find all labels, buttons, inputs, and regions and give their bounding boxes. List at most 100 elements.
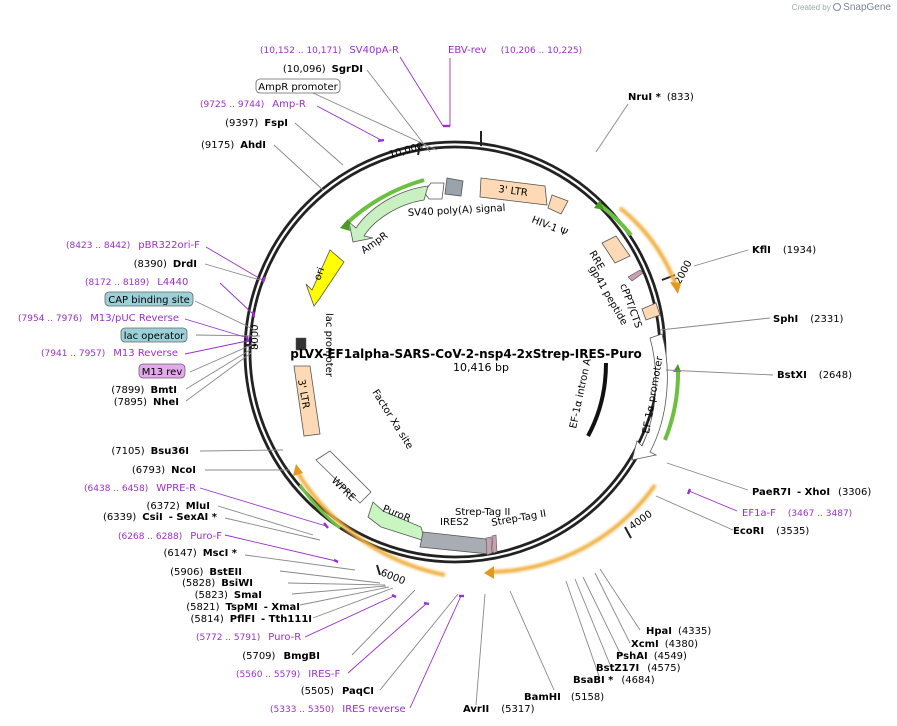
svg-text:(5823)SmaI: (5823)SmaI <box>195 590 262 601</box>
svg-text:AvrII(5317): AvrII(5317) <box>463 704 535 715</box>
boxed-label: AmpR promoter <box>258 82 338 93</box>
svg-text:(5814)PflFI- Tth111I: (5814)PflFI- Tth111I <box>190 614 312 625</box>
arrow-orange-left-head <box>293 464 303 476</box>
arrow-orange-bottom <box>489 483 657 574</box>
site-name: NcoI <box>171 465 196 476</box>
tick-label: 10,000 <box>388 141 425 161</box>
feature-grey-box <box>444 177 464 197</box>
svg-text:(5821)TspMI- XmaI: (5821)TspMI- XmaI <box>186 602 300 613</box>
site-name: NheI <box>153 397 179 408</box>
svg-text:(7105)Bsu36I: (7105)Bsu36I <box>111 446 189 457</box>
primer-name: Puro-R <box>268 632 301 643</box>
arrow-green-rre <box>598 203 633 237</box>
svg-text:(5906)BstEII: (5906)BstEII <box>170 567 242 578</box>
primer-name: M13 Reverse <box>113 348 178 359</box>
site-pos: (2648) <box>819 370 852 381</box>
svg-text:(5828)BsiWI: (5828)BsiWI <box>182 578 253 589</box>
site-name: SphI <box>773 314 798 325</box>
site-pos: (5709) <box>242 651 275 662</box>
site-pos: (10,096) <box>283 64 326 75</box>
site-name: BmgBI <box>283 651 320 662</box>
primer-pos: (5560 .. 5579) <box>236 670 300 680</box>
leader-lines <box>185 69 774 706</box>
arrow-green-ef1a <box>663 369 681 441</box>
feature-label: Factor Xa site <box>369 388 414 452</box>
primer-pos: (10,152 .. 10,171) <box>260 46 341 56</box>
site-pos: (6339) <box>103 512 136 523</box>
site-name: AhdI <box>240 140 266 151</box>
primer-name: SV40pA-R <box>349 45 398 56</box>
site-pos: (5317) <box>501 704 534 715</box>
primer-name: Amp-R <box>272 99 306 110</box>
site-name: CsiI <box>142 512 162 523</box>
site-name: DrdI <box>173 259 197 270</box>
primer-name: IRES reverse <box>342 704 405 715</box>
svg-text:SphI(2331): SphI (2331) <box>773 314 844 325</box>
boxed-label-bg <box>104 291 194 307</box>
svg-text:(6438 .. 6458)WPRE-R: (6438 .. 6458)WPRE-R <box>84 483 196 494</box>
site-pos: (4684) <box>621 675 654 686</box>
svg-text:(5560 .. 5579)IRES-F: (5560 .. 5579)IRES-F <box>236 669 340 680</box>
primer-pos: (10,206 .. 10,225) <box>501 46 582 56</box>
svg-text:(7941 .. 7957)M13 Reverse: (7941 .. 7957) M13 Reverse <box>41 348 178 359</box>
plasmid-name: pLVX-EF1alpha-SARS-CoV-2-nsp4-2xStrep-IR… <box>290 347 642 361</box>
site-name: KflI <box>752 245 771 256</box>
primer-name: EF1a-F <box>742 508 776 519</box>
primer-pos: (9725 .. 9744) <box>200 100 264 110</box>
svg-text:EBV-rev(10,206 .. 10,225): EBV-rev(10,206 .. 10,225) <box>448 45 582 56</box>
feature-hiv-psi <box>547 194 569 215</box>
svg-text:HpaI(4335): HpaI(4335) <box>646 626 711 637</box>
primer-pos: (8423 .. 8442) <box>66 241 130 251</box>
arrow-orange-bottom-head <box>484 566 494 579</box>
primer-pos: (5333 .. 5350) <box>270 705 334 715</box>
site-name: EcoRI <box>733 526 764 537</box>
feature-rre <box>601 235 631 264</box>
svg-text:(9725 .. 9744)Amp-R: (9725 .. 9744) Amp-R <box>200 99 306 110</box>
site-pos: (4549) <box>654 651 687 662</box>
site-name: PaqCI <box>342 686 374 697</box>
site-pos: (5828) <box>182 578 215 589</box>
site-name2: - Tth111I <box>261 614 312 625</box>
svg-text:(8172 .. 8189)L4440: (8172 .. 8189)L4440 <box>85 277 188 288</box>
feature-3ltr-left <box>293 365 321 437</box>
site-pos: (6372) <box>147 501 180 512</box>
site-pos: (5906) <box>170 567 203 578</box>
site-pos: (5823) <box>195 590 228 601</box>
svg-text:(10,096)SgrDI: (10,096)SgrDI <box>283 64 363 75</box>
feature-strep1 <box>485 536 493 556</box>
credit-brand: SnapGene <box>843 2 891 13</box>
feature-label: 3' LTR <box>498 184 529 199</box>
arrow-green-top-head <box>340 219 350 231</box>
feature-label: 3' LTR <box>295 379 311 410</box>
svg-text:PshAI(4549): PshAI(4549) <box>616 651 687 662</box>
svg-text:(9175)AhdI: (9175)AhdI <box>201 140 266 151</box>
site-pos: (3535) <box>776 526 809 537</box>
snapgene-credit: Created by SnapGene <box>792 2 891 13</box>
feature-label: SV40 poly(A) signal <box>408 203 506 219</box>
feature-ampr <box>348 185 429 243</box>
feature-ori <box>305 249 345 307</box>
svg-text:(5709)BmgBI: (5709) BmgBI <box>242 651 320 662</box>
primer-pos: (7954 .. 7976) <box>18 314 82 324</box>
primer-pos: (3467 .. 3487) <box>788 509 852 519</box>
feature-label: EF-1α intron A <box>568 358 594 430</box>
primer-label-group: (10,152 .. 10,171) SV40pA-R EBV-rev(10,20… <box>18 45 852 715</box>
site-pos: (1934) <box>783 245 816 256</box>
plasmid-length: 10,416 bp <box>453 361 509 374</box>
site-name: XcmI <box>631 639 659 650</box>
primer-pos: (5772 .. 5791) <box>196 633 260 643</box>
site-pos: (7899) <box>111 385 144 396</box>
svg-text:(10,152 .. 10,171)SV40pA-R: (10,152 .. 10,171) SV40pA-R <box>260 45 399 56</box>
primer-name: M13/pUC Reverse <box>90 313 179 324</box>
svg-text:BstZ17I(4575): BstZ17I(4575) <box>596 663 681 674</box>
site-pos: (4335) <box>678 626 711 637</box>
primer-pos: (7941 .. 7957) <box>41 349 105 359</box>
site-name: FspI <box>264 118 288 129</box>
svg-text:(7954 .. 7976)M13/pUC Reverse: (7954 .. 7976) M13/pUC Reverse <box>18 313 179 324</box>
feature-sv40-arrow <box>423 182 445 200</box>
site-pos: (2331) <box>810 314 843 325</box>
boxed-label: lac operator <box>124 331 185 342</box>
primer-pos: (6268 .. 6288) <box>118 532 182 542</box>
